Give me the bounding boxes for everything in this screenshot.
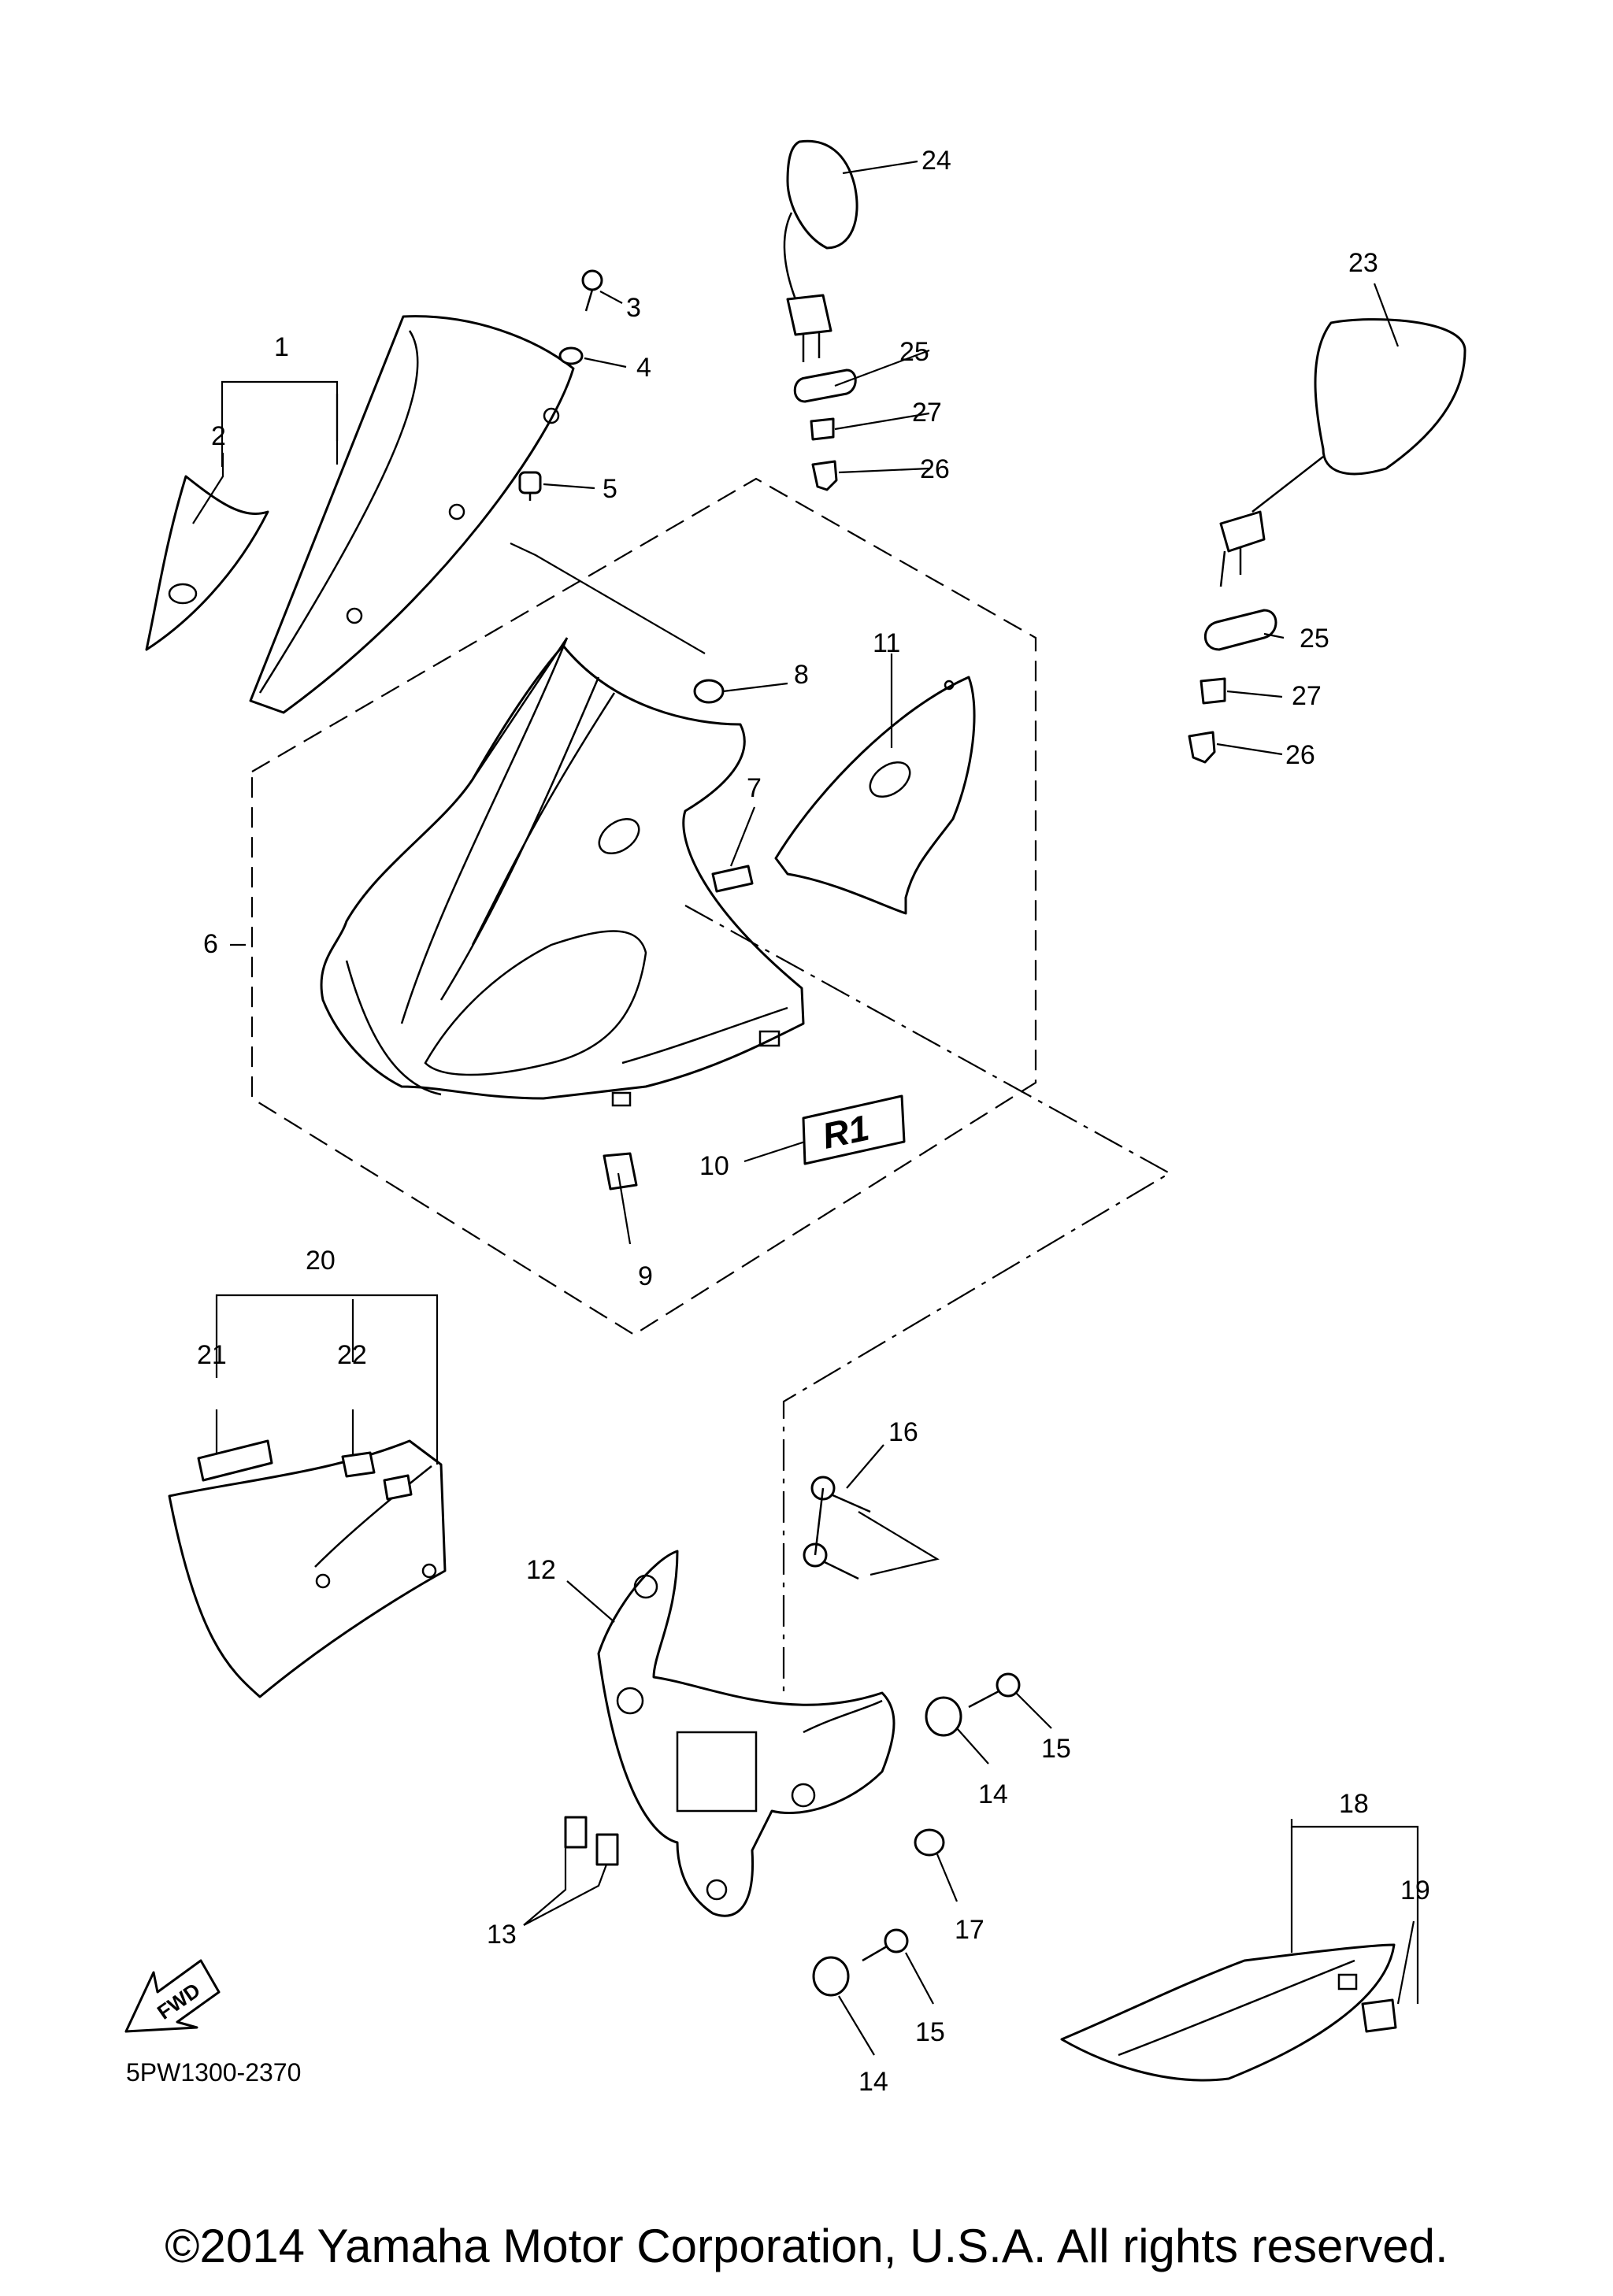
damper-lower xyxy=(812,1956,850,1997)
callout-22: 22 xyxy=(337,1340,367,1370)
windshield xyxy=(249,315,575,714)
callout-labels: 1 2 3 4 5 6 7 8 9 10 11 12 13 14 14 15 1… xyxy=(197,146,1430,2097)
callout-25a: 25 xyxy=(899,337,929,367)
cowling-stay xyxy=(597,1550,895,1917)
mirror-gasket-left xyxy=(793,368,857,403)
damper-pad-2 xyxy=(595,1833,619,1866)
callout-25b: 25 xyxy=(1300,624,1329,654)
callout-12: 12 xyxy=(526,1555,556,1585)
lower-panel xyxy=(1060,1943,1396,2082)
collar-stay xyxy=(914,1828,945,1857)
side-cover-assembly xyxy=(168,1439,447,1698)
callout-27a: 27 xyxy=(912,398,942,428)
callout-15a: 15 xyxy=(1041,1734,1071,1764)
r1-emblem: R1 xyxy=(802,1094,906,1165)
callout-4: 4 xyxy=(636,353,651,383)
callout-15b: 15 xyxy=(915,2017,945,2047)
mirror-gasket-right xyxy=(1203,609,1277,651)
windshield-decal xyxy=(145,475,269,651)
washer xyxy=(558,346,584,365)
r1-emblem-text: R1 xyxy=(819,1107,873,1157)
callout-6: 6 xyxy=(203,929,218,959)
callout-18: 18 xyxy=(1339,1789,1369,1819)
front-cowling xyxy=(320,637,805,1107)
callout-7: 7 xyxy=(747,773,762,803)
callout-8: 8 xyxy=(794,660,809,690)
mirror-right xyxy=(1219,318,1467,587)
nut-left xyxy=(811,460,838,491)
rubber-strip xyxy=(711,865,754,893)
collar-right xyxy=(1200,677,1226,705)
diagram-code: 5PW1300-2370 xyxy=(126,2058,302,2087)
callout-16: 16 xyxy=(888,1417,918,1447)
callout-21: 21 xyxy=(197,1340,227,1370)
mirror-left xyxy=(783,139,858,362)
assembly-outline xyxy=(250,477,1037,1336)
nut-right xyxy=(1188,731,1216,764)
leader-lines xyxy=(192,160,1419,2056)
collar-left xyxy=(810,417,835,441)
grommet xyxy=(693,679,725,704)
well-nut xyxy=(518,471,542,501)
side-clip xyxy=(341,1451,376,1478)
fwd-arrow-icon: FWD xyxy=(124,1959,221,2033)
bolt-lower xyxy=(862,1928,909,1962)
callout-23: 23 xyxy=(1348,248,1378,278)
sponge-tape xyxy=(197,1439,273,1482)
callout-24: 24 xyxy=(921,146,951,176)
callout-26b: 26 xyxy=(1285,740,1315,770)
callout-5: 5 xyxy=(603,474,617,504)
callout-14b: 14 xyxy=(858,2067,888,2097)
side-clip-2 xyxy=(383,1474,413,1501)
clip-nut xyxy=(603,1152,638,1191)
callout-10: 10 xyxy=(699,1151,729,1181)
callout-2: 2 xyxy=(211,421,226,451)
callout-9: 9 xyxy=(638,1261,653,1291)
reference-line xyxy=(684,905,1172,1693)
lower-clip xyxy=(1361,1998,1397,2033)
bolt-set xyxy=(803,1476,871,1580)
callout-27b: 27 xyxy=(1292,681,1322,711)
windshield-screw xyxy=(581,269,603,312)
copyright-notice: ©2014 Yamaha Motor Corporation, U.S.A. A… xyxy=(165,2220,1448,2272)
damper-pad-1 xyxy=(564,1816,588,1849)
callout-3: 3 xyxy=(626,293,641,323)
callout-17: 17 xyxy=(955,1915,984,1945)
damper-upper xyxy=(925,1696,962,1737)
callout-11: 11 xyxy=(873,628,900,658)
callout-20: 20 xyxy=(306,1246,336,1276)
callout-26a: 26 xyxy=(920,454,950,484)
callout-14a: 14 xyxy=(978,1779,1008,1809)
callout-1: 1 xyxy=(274,332,289,362)
inner-panel xyxy=(774,676,976,915)
bolt-upper xyxy=(968,1672,1021,1709)
callout-13: 13 xyxy=(487,1920,517,1950)
callout-19: 19 xyxy=(1400,1876,1430,1905)
